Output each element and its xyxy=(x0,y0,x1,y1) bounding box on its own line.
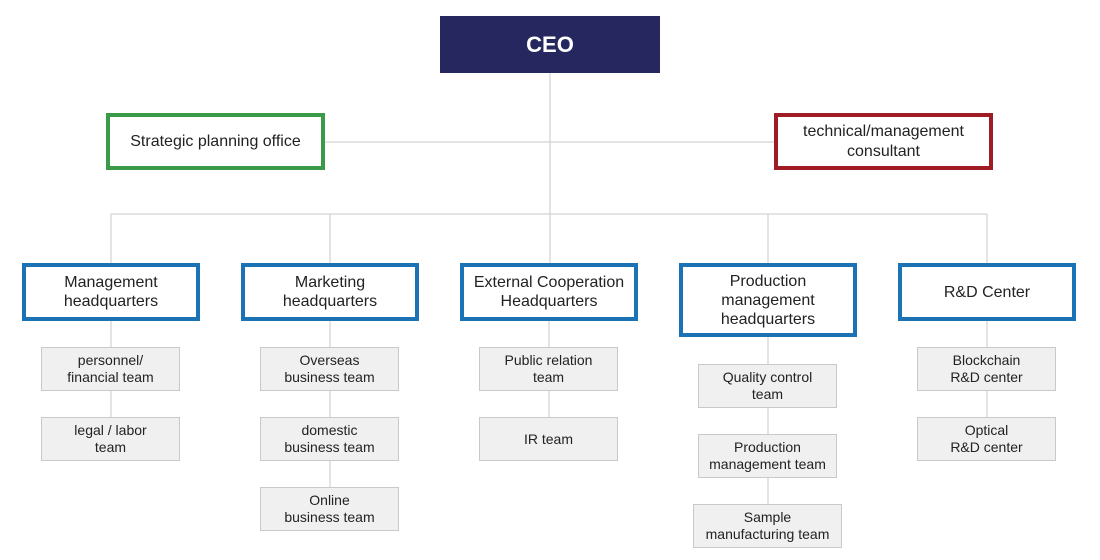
team-box-domestic-business: domestic business team xyxy=(260,417,399,461)
hq-external-cooperation-box: External Cooperation Headquarters xyxy=(460,263,638,321)
team-label: legal / labor team xyxy=(74,422,147,455)
consultant-label: technical/management consultant xyxy=(803,122,964,160)
team-label: Production management team xyxy=(709,439,826,472)
hq-marketing-box: Marketing headquarters xyxy=(241,263,419,321)
team-box-blockchain-rnd: Blockchain R&D center xyxy=(917,347,1056,391)
team-label: domestic business team xyxy=(284,422,375,455)
team-box-quality-control: Quality control team xyxy=(698,364,837,408)
hq-label: R&D Center xyxy=(943,283,1031,301)
team-box-optical-rnd: Optical R&D center xyxy=(917,417,1056,461)
team-label: Public relation team xyxy=(504,352,593,385)
ceo-label: CEO xyxy=(526,31,574,57)
team-box-public-relation: Public relation team xyxy=(479,347,618,391)
hq-management-box: Management headquarters xyxy=(22,263,200,321)
team-box-ir: IR team xyxy=(479,417,618,461)
hq-label: Production management headquarters xyxy=(720,272,816,328)
hq-label: Marketing headquarters xyxy=(282,274,378,310)
consultant-box: technical/management consultant xyxy=(774,113,993,170)
team-box-overseas-business: Overseas business team xyxy=(260,347,399,391)
strategic-planning-office-box: Strategic planning office xyxy=(106,113,325,170)
team-label: Optical R&D center xyxy=(950,422,1023,455)
team-box-sample-manufacturing: Sample manufacturing team xyxy=(693,504,842,548)
hq-label: External Cooperation Headquarters xyxy=(473,274,625,310)
team-label: Sample manufacturing team xyxy=(705,509,830,542)
hq-label: Management headquarters xyxy=(63,274,159,310)
team-box-legal-labor: legal / labor team xyxy=(41,417,180,461)
team-box-production-management: Production management team xyxy=(698,434,837,478)
team-label: personnel/ financial team xyxy=(67,352,154,385)
team-label: Overseas business team xyxy=(284,352,375,385)
team-box-online-business: Online business team xyxy=(260,487,399,531)
team-label: Quality control team xyxy=(722,369,813,402)
hq-rnd-center-box: R&D Center xyxy=(898,263,1076,321)
ceo-box: CEO xyxy=(440,16,660,73)
team-label: Blockchain R&D center xyxy=(950,352,1023,385)
team-box-personnel-financial: personnel/ financial team xyxy=(41,347,180,391)
hq-production-management-box: Production management headquarters xyxy=(679,263,857,337)
strategic-planning-office-label: Strategic planning office xyxy=(130,132,301,150)
team-label: IR team xyxy=(523,430,573,447)
team-label: Online business team xyxy=(284,492,375,525)
